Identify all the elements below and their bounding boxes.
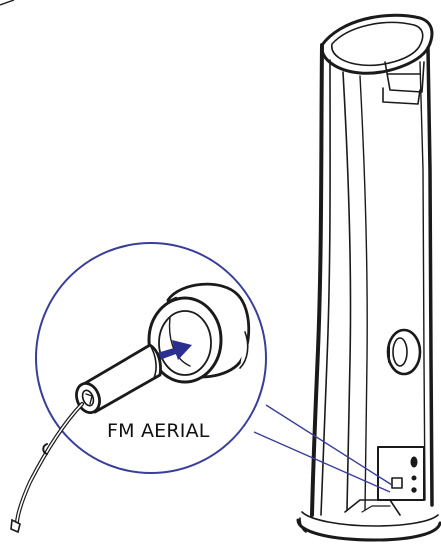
speaker-tower-icon: [296, 13, 441, 542]
aerial-cable: [10, 402, 84, 534]
fm-aerial-label: FM AERIAL: [107, 420, 210, 442]
insert-arrow-icon: [150, 340, 192, 362]
callout-leader-lines: [253, 404, 393, 493]
aerial-socket-icon: [147, 282, 251, 384]
corner-mark: [0, 0, 15, 6]
